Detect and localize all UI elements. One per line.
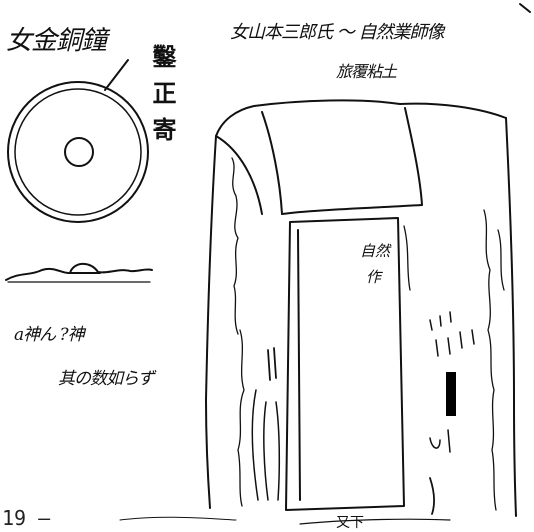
bell-side-view (5, 262, 153, 283)
side-inscription: 鑿 正 寄 (148, 44, 177, 143)
bell-top-view (7, 59, 149, 223)
right-title: 女山本三郎氏 〜 自然業師像 (230, 22, 444, 43)
inner-label-2: 作 (366, 268, 382, 286)
page-number: 19 – (2, 506, 51, 530)
bottom-note-1: a神ん ?神 (14, 325, 85, 345)
rock-label: 旅覆粘土 (336, 62, 397, 81)
left-title: 女金銅鐘 (6, 26, 107, 56)
inner-label-1: 自然 (360, 242, 391, 260)
bottom-mark: 又下 (336, 515, 364, 531)
standing-stone (119, 99, 517, 525)
corner-mark (519, 3, 531, 13)
bottom-note-2: 其の数如らず (58, 369, 155, 389)
